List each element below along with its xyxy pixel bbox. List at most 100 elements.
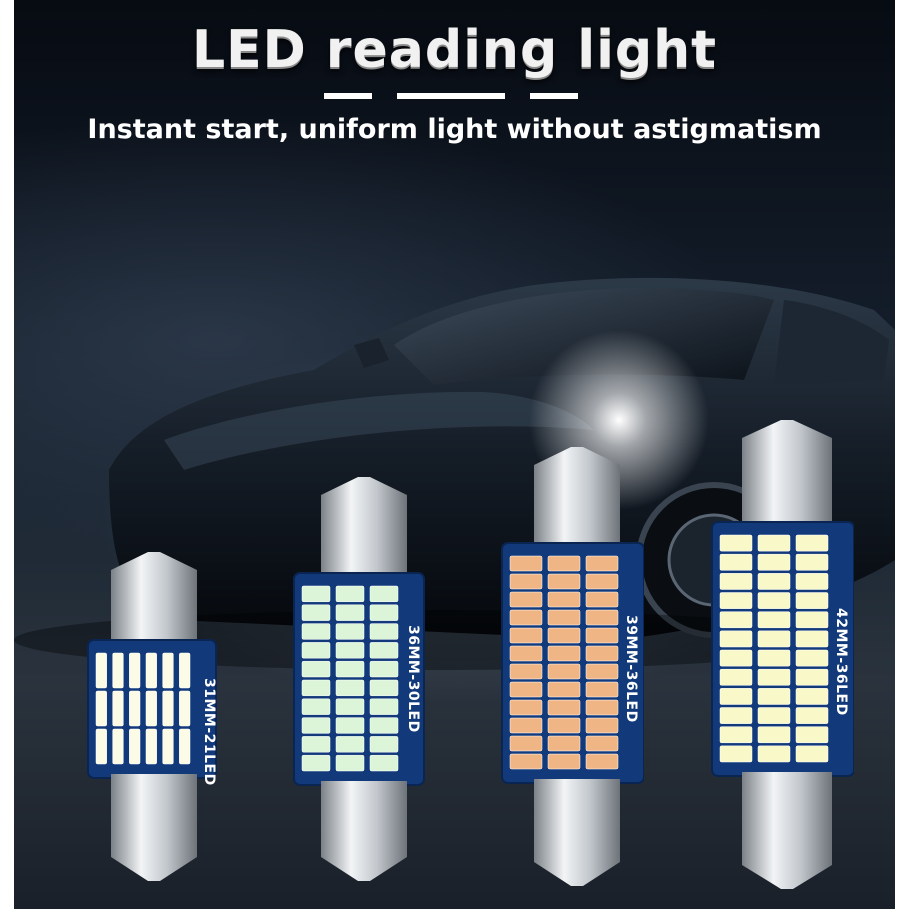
led-chip: [719, 534, 753, 552]
led-chip: [585, 753, 619, 770]
led-chip: [301, 754, 331, 772]
led-chip: [129, 652, 141, 689]
led-chip: [369, 642, 399, 659]
led-bulb-36mm: 36MM-30LED: [276, 475, 426, 885]
led-chip: [179, 690, 191, 727]
led-chip: [547, 753, 581, 770]
led-chip: [795, 726, 829, 744]
led-chip: [145, 690, 157, 727]
led-chip: [335, 585, 365, 603]
led-chip: [162, 728, 174, 765]
led-chip: [335, 660, 365, 678]
led-chip: [335, 717, 365, 734]
led-chip: [585, 735, 619, 752]
led-chip: [757, 726, 791, 744]
led-chip: [301, 698, 331, 715]
led-chip: [585, 609, 619, 626]
bulb-top-cap: [742, 420, 832, 526]
led-chip: [585, 663, 619, 680]
led-chip: [585, 717, 619, 734]
led-bulb-39mm-label: 39MM-36LED: [623, 615, 639, 723]
led-chip: [719, 630, 753, 648]
led-chip: [369, 754, 399, 772]
led-chip: [162, 652, 174, 689]
led-chip: [585, 573, 619, 590]
led-chip: [795, 611, 829, 629]
title-divider-right: [530, 93, 578, 99]
led-chip: [509, 573, 543, 590]
led-bulb-31mm-label: 31MM-21LED: [201, 678, 217, 786]
led-chip: [795, 745, 829, 763]
led-chip: [369, 623, 399, 640]
led-chip: [719, 611, 753, 629]
led-chip: [301, 736, 331, 753]
product-photo: LED reading light Instant start, uniform…: [14, 0, 895, 909]
led-chip: [795, 707, 829, 724]
led-chip: [162, 690, 174, 727]
bulb-bottom-cap: [742, 772, 832, 889]
led-chip: [757, 668, 791, 686]
led-chip: [585, 681, 619, 698]
bulb-bottom-cap: [534, 779, 620, 886]
led-chip: [719, 649, 753, 667]
led-chip: [547, 717, 581, 734]
led-chip: [757, 707, 791, 724]
led-chip: [757, 611, 791, 629]
led-chip: [719, 745, 753, 763]
led-chip: [795, 573, 829, 590]
led-bulb-42mm: 42MM-36LED: [694, 418, 854, 893]
led-chip: [757, 592, 791, 609]
led-chip: [719, 573, 753, 590]
led-chip: [335, 623, 365, 640]
led-bulb-42mm-graphic: [711, 420, 854, 889]
sports-car-image: [14, 277, 895, 670]
led-chip: [547, 573, 581, 590]
led-chip: [509, 735, 543, 752]
led-chip: [301, 679, 331, 697]
led-chip: [719, 553, 753, 571]
bulb-bottom-cap: [111, 774, 197, 881]
led-chip: [509, 717, 543, 734]
led-chip: [145, 652, 157, 689]
bulb-top-cap: [111, 552, 197, 644]
led-chip: [301, 623, 331, 640]
led-bulb-39mm-graphic: [501, 447, 644, 886]
led-chip: [795, 553, 829, 571]
led-chip: [547, 609, 581, 626]
led-chip: [301, 642, 331, 659]
led-chip: [179, 728, 191, 765]
led-chip: [179, 652, 191, 689]
led-chip: [757, 649, 791, 667]
led-chip: [509, 753, 543, 770]
led-chip: [719, 668, 753, 686]
led-chip: [547, 663, 581, 680]
led-chip: [509, 555, 543, 572]
led-chip: [369, 736, 399, 753]
led-bulb-31mm: 31MM-21LED: [72, 550, 222, 885]
led-chip: [795, 534, 829, 552]
led-chip: [509, 681, 543, 698]
led-chip: [509, 663, 543, 680]
led-chip: [369, 660, 399, 678]
led-chip: [795, 592, 829, 609]
led-chip: [95, 728, 107, 765]
led-chip: [369, 698, 399, 715]
led-chip: [509, 627, 543, 644]
led-chip: [95, 690, 107, 727]
led-chip: [112, 690, 124, 727]
title-divider-left: [324, 93, 372, 99]
led-chip: [301, 717, 331, 734]
led-chip: [335, 642, 365, 659]
title-divider-center: [397, 93, 505, 99]
led-chip: [757, 553, 791, 571]
tagline: Instant start, uniform light without ast…: [87, 114, 822, 145]
led-chip: [129, 690, 141, 727]
led-chip: [112, 652, 124, 689]
led-chip: [795, 688, 829, 705]
led-chip: [145, 728, 157, 765]
led-chip: [757, 630, 791, 648]
led-chip: [509, 591, 543, 608]
bulb-top-cap: [321, 477, 407, 577]
led-chip: [547, 645, 581, 662]
bulb-bottom-cap: [321, 781, 407, 881]
